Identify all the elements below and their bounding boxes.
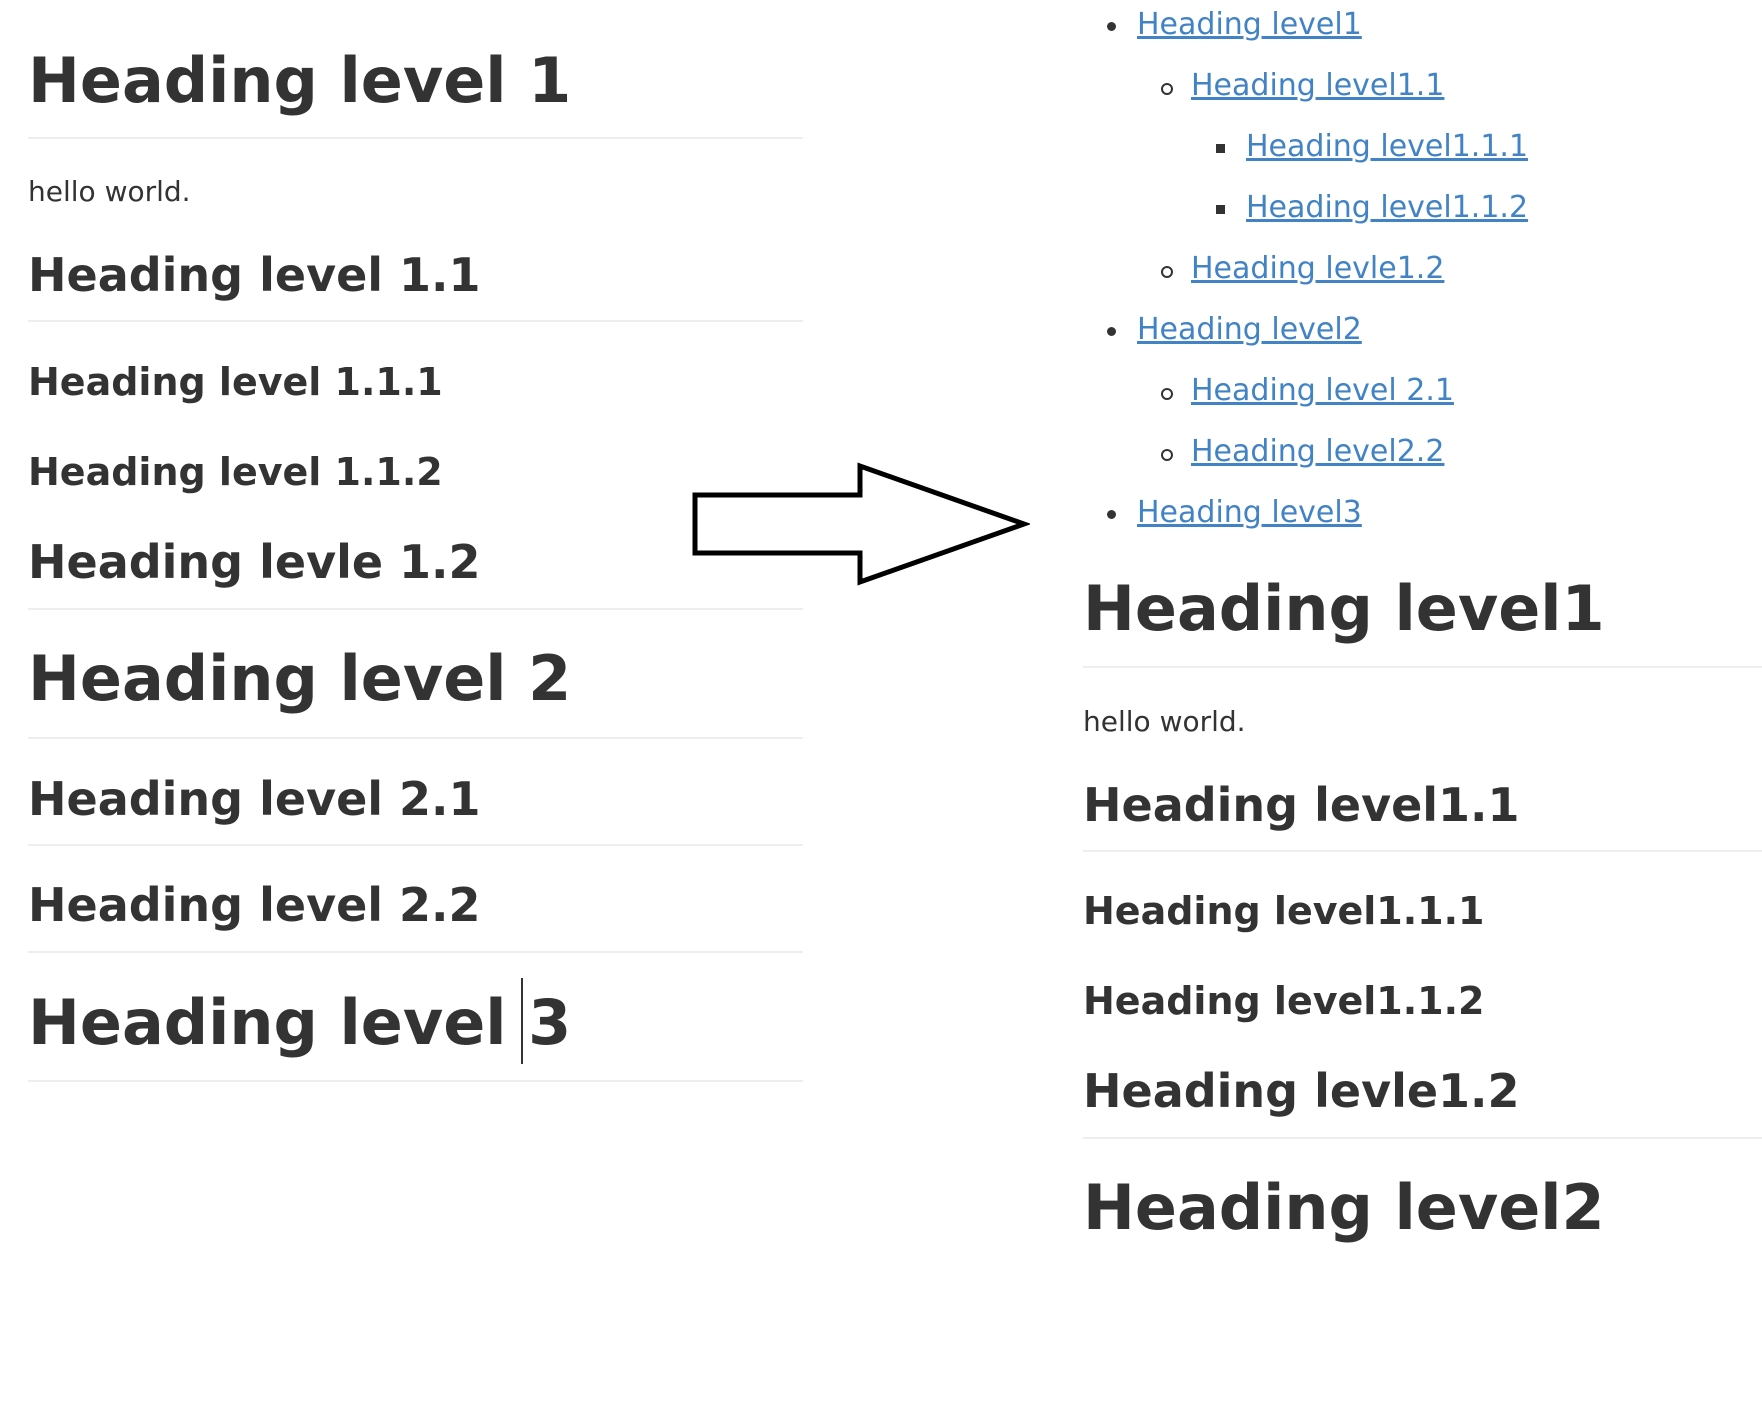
list-bullet-icon bbox=[1107, 327, 1116, 336]
list-bullet-icon bbox=[1161, 388, 1173, 400]
heading-3: Heading level 3 bbox=[28, 986, 572, 1059]
list-bullet-icon bbox=[1216, 144, 1225, 153]
heading-1-1-2: Heading level 1.1.2 bbox=[28, 450, 443, 494]
heading-1-2: Heading levle1.2 bbox=[1083, 1064, 1520, 1118]
toc-item: Heading levle1.2 bbox=[1191, 254, 1444, 284]
heading-2: Heading level2 bbox=[1083, 1171, 1605, 1244]
list-bullet-icon bbox=[1107, 22, 1116, 31]
toc-link[interactable]: Heading level1.1 bbox=[1191, 68, 1445, 103]
heading-divider bbox=[28, 137, 803, 139]
toc-item: Heading level 2.1 bbox=[1191, 376, 1454, 406]
text-cursor bbox=[521, 978, 523, 1064]
toc-item: Heading level2.2 bbox=[1191, 437, 1444, 467]
heading-1: Heading level1 bbox=[1083, 572, 1605, 645]
toc-link[interactable]: Heading level1.1.1 bbox=[1246, 129, 1529, 164]
paragraph: hello world. bbox=[1083, 705, 1246, 738]
toc-item: Heading level1.1 bbox=[1191, 71, 1444, 101]
toc-link[interactable]: Heading level 2.1 bbox=[1191, 373, 1454, 408]
heading-1-2: Heading levle 1.2 bbox=[28, 535, 481, 589]
toc-link[interactable]: Heading level3 bbox=[1137, 495, 1362, 530]
toc-item: Heading level2 bbox=[1137, 315, 1362, 345]
heading-divider bbox=[28, 608, 803, 610]
heading-1: Heading level 1 bbox=[28, 44, 572, 117]
right-arrow-icon bbox=[692, 462, 1030, 586]
heading-1-1: Heading level1.1 bbox=[1083, 778, 1520, 832]
editor-document[interactable]: Heading level 1 hello world. Heading lev… bbox=[28, 0, 803, 1407]
heading-1-1-2: Heading level1.1.2 bbox=[1083, 979, 1485, 1023]
heading-divider bbox=[28, 1080, 803, 1082]
heading-1-1-1: Heading level 1.1.1 bbox=[28, 360, 443, 404]
heading-divider bbox=[28, 320, 803, 322]
paragraph: hello world. bbox=[28, 175, 191, 208]
list-bullet-icon bbox=[1161, 83, 1173, 95]
toc-link[interactable]: Heading level2 bbox=[1137, 312, 1362, 347]
heading-2: Heading level 2 bbox=[28, 642, 572, 715]
list-bullet-icon bbox=[1107, 510, 1116, 519]
heading-divider bbox=[28, 737, 803, 739]
heading-2-1: Heading level 2.1 bbox=[28, 772, 481, 826]
toc-item: Heading level3 bbox=[1137, 498, 1362, 528]
toc-link[interactable]: Heading levle1.2 bbox=[1191, 251, 1445, 286]
heading-divider bbox=[1083, 666, 1762, 668]
list-bullet-icon bbox=[1161, 449, 1173, 461]
heading-divider bbox=[1083, 1137, 1762, 1139]
heading-divider bbox=[28, 951, 803, 953]
heading-1-1-1: Heading level1.1.1 bbox=[1083, 889, 1485, 933]
heading-2-2: Heading level 2.2 bbox=[28, 878, 481, 932]
toc-link[interactable]: Heading level1.1.2 bbox=[1246, 190, 1529, 225]
heading-divider bbox=[28, 844, 803, 846]
toc-item: Heading level1.1.2 bbox=[1246, 193, 1528, 223]
list-bullet-icon bbox=[1161, 266, 1173, 278]
heading-1-1: Heading level 1.1 bbox=[28, 248, 481, 302]
toc-item: Heading level1.1.1 bbox=[1246, 132, 1528, 162]
heading-divider bbox=[1083, 850, 1762, 852]
toc-link[interactable]: Heading level1 bbox=[1137, 7, 1362, 42]
list-bullet-icon bbox=[1216, 205, 1225, 214]
toc-item: Heading level1 bbox=[1137, 10, 1362, 40]
toc-link[interactable]: Heading level2.2 bbox=[1191, 434, 1445, 469]
